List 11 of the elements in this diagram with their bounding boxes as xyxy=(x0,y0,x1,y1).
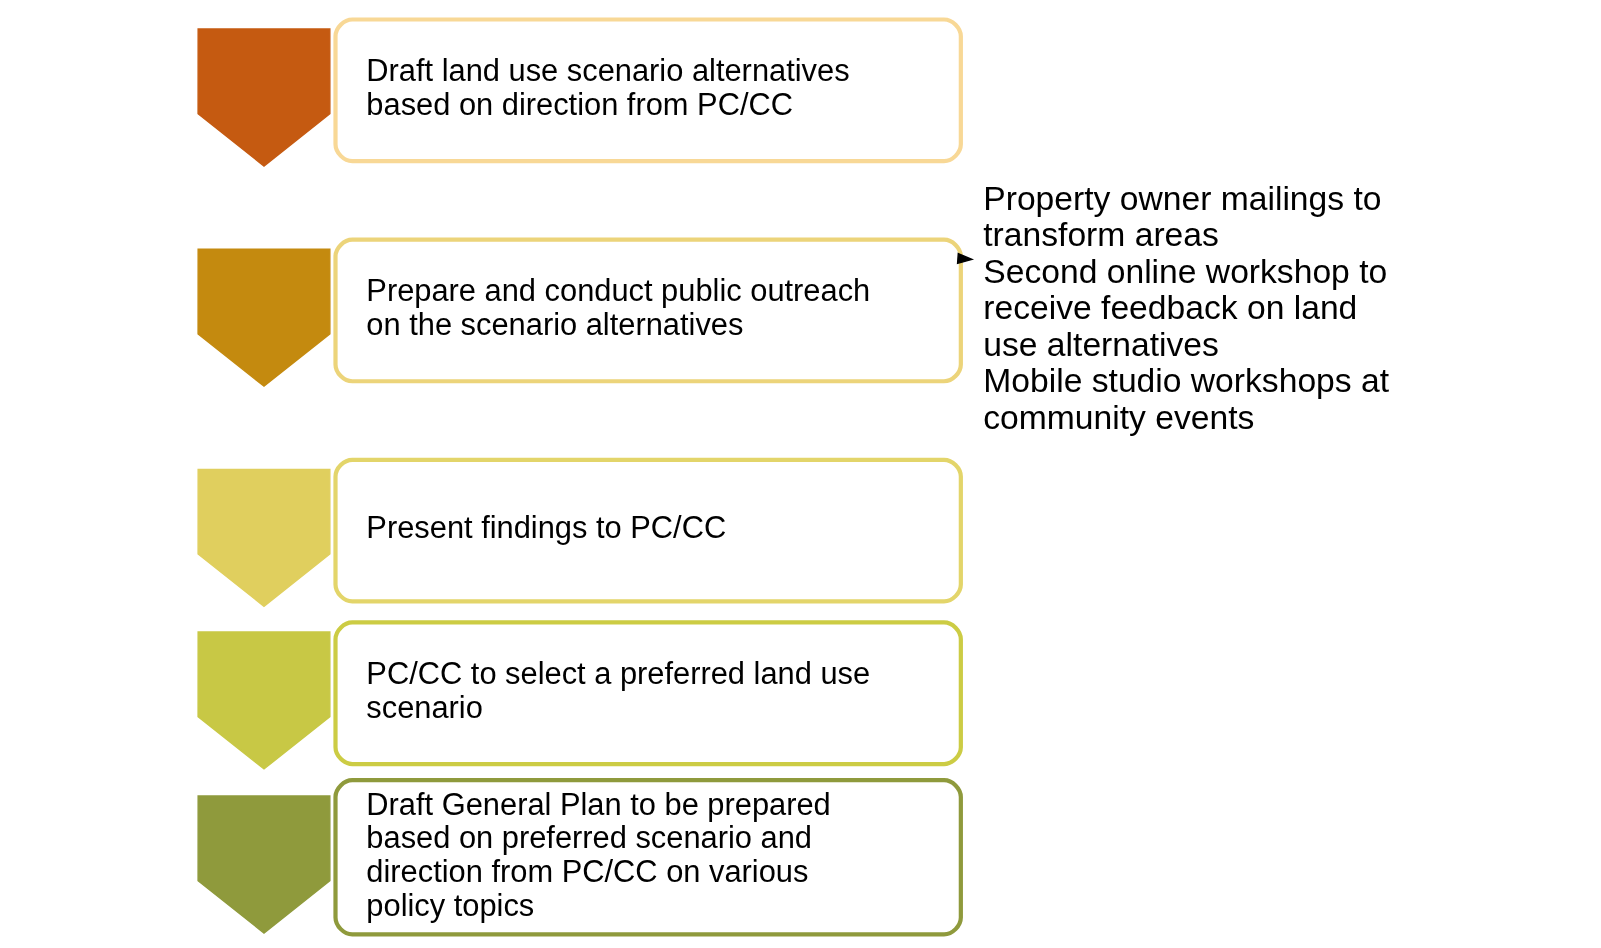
node-box: Draft General Plan to be prepared based on preferred scenario and direction from PC/CC on various policy topics xyxy=(332,777,963,936)
node-box: Draft land use scenario alternatives based on direction from PC/CC xyxy=(332,16,963,163)
node-text: Property owner mailings to transform areas Second online workshop to receive feedback on land use alternatives Mobile studio workshops at community events xyxy=(982,179,1389,436)
node-box: Present findings to PC/CC xyxy=(332,457,963,603)
node-chevron xyxy=(196,468,331,607)
node-chevron xyxy=(196,630,331,770)
node-chevron xyxy=(196,248,331,387)
node-chevron xyxy=(196,27,331,167)
node-box: PC/CC to select a preferred land use scenario xyxy=(332,619,963,766)
node-chevron xyxy=(196,794,331,934)
arrow xyxy=(956,252,974,264)
